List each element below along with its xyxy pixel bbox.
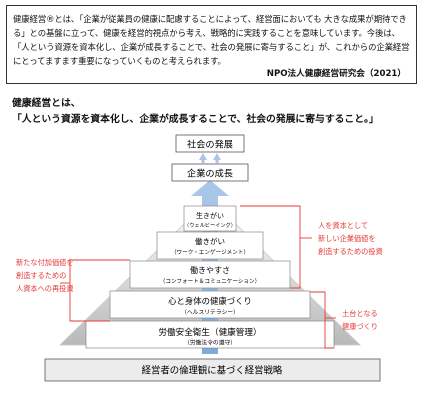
diagram-subheading: 「人という資源を資本化し、企業が成長することで、社会の発展に寄与すること。」: [12, 114, 379, 125]
base-bar: [44, 358, 381, 382]
level-2: 働きがい （ワーク・エンゲージメント）: [156, 231, 264, 260]
definition-source: NPO法人健康経営研究会（2021）: [266, 69, 406, 79]
right-note-bottom-line-1: 土台となる: [342, 309, 378, 318]
level-2-label: 働きがい: [195, 236, 225, 246]
level-3: 働きやすさ （コンフォート＆コミュニケーション）: [129, 260, 291, 289]
right-note-bottom-line-2: 健康づくり: [342, 322, 378, 331]
growth-box: [171, 163, 249, 182]
base-bar-label: 経営者の倫理観に基づく経営戦略: [142, 365, 283, 377]
level-4-label: 心と身体の健康づくり: [168, 296, 252, 306]
level-5: 労働安全衛生（健康管理） （労働法令の遵守）: [85, 320, 335, 349]
left-note-line-1: 新たな付加価値を: [16, 258, 74, 267]
level-4-sub: （ヘルスリテラシー）: [181, 309, 239, 316]
double-arrow-icon: [199, 153, 221, 163]
right-note-top-line-1: 人を資本として: [318, 221, 368, 230]
growth-box-label: 企業の成長: [187, 168, 233, 180]
right-bracket-bottom: [310, 291, 334, 349]
level-4: 心と身体の健康づくり （ヘルスリテラシー）: [109, 290, 311, 319]
left-note-line-2: 創造するための: [16, 271, 66, 280]
level-3-label: 働きやすさ: [190, 265, 230, 275]
level-1-sub: （ウェルビーイング）: [184, 221, 236, 229]
right-bracket-top: [240, 205, 301, 289]
level-5-sub: （労働法令の遵守）: [184, 339, 236, 347]
right-note-top-line-3: 創造するための投資: [318, 247, 383, 256]
level-1: 生きがい （ウェルビーイング）: [183, 205, 237, 232]
diagram-heading: 健康経営とは、: [12, 98, 81, 109]
left-note-line-3: 人資本への再投資: [16, 284, 74, 293]
top-box: [175, 134, 245, 153]
top-box-label: 社会の発展: [187, 139, 233, 151]
level-2-sub: （ワーク・エンゲージメント）: [171, 248, 249, 256]
right-note-top-line-2: 新しい企業価値を: [318, 234, 376, 243]
growth-arrow-head: [191, 180, 229, 196]
level-1-label: 生きがい: [196, 211, 224, 220]
definition-text: 健康経営®とは、「企業が従業員の健康に配慮することによって、経営面においても 大…: [13, 14, 410, 66]
left-bracket: [69, 259, 130, 322]
level-5-label: 労働安全衛生（健康管理）: [158, 326, 261, 338]
level-3-sub: （コンフォート＆コミュニケーション）: [160, 278, 260, 285]
definition-box: 健康経営®とは、「企業が従業員の健康に配慮することによって、経営面においても 大…: [6, 5, 417, 84]
